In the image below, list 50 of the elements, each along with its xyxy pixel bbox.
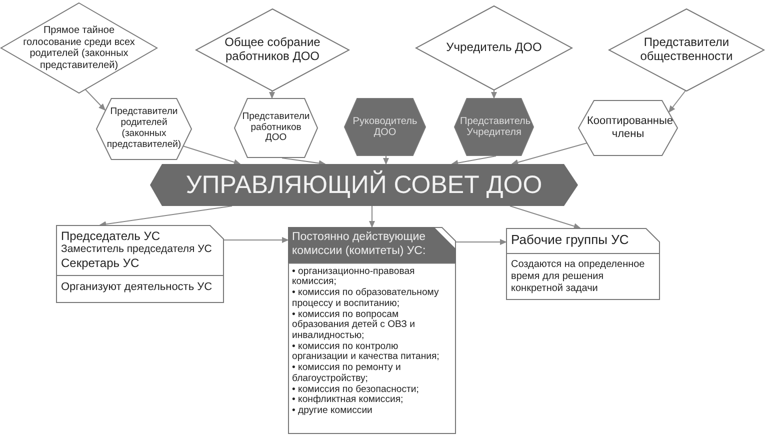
- node-label: Прямое тайное голосование среди всех родителей (законных представителей): [22, 25, 136, 71]
- decision-diamond: [195, 8, 350, 92]
- hexagon-node: [454, 98, 534, 156]
- node-label: Представители работников ДОО: [241, 112, 311, 144]
- arrow: [668, 90, 686, 113]
- node-label: Учредитель ДОО: [446, 41, 542, 55]
- arrow: [182, 146, 241, 166]
- list-item: • комиссия по вопросам образования детей с ОВЗ и инвалидностью;: [292, 310, 416, 342]
- node-label: Представители родителей (законных представителей): [106, 107, 182, 151]
- card-description: Создаются на определенное время для решения конкретной задачи: [511, 258, 646, 295]
- arrow: [456, 238, 507, 246]
- arrow: [224, 236, 289, 244]
- decision-diamond: [0, 2, 158, 94]
- arrow: [490, 90, 498, 99]
- hexagon-node: [578, 100, 678, 156]
- list-item: • комиссия по образовательному процессу и воспитанию;: [292, 288, 440, 310]
- hexagon-node: [344, 98, 426, 156]
- council-banner: [150, 164, 578, 206]
- list-item: • организационно-правовая комиссия;: [292, 266, 416, 288]
- hexagon-node: [234, 98, 318, 158]
- list-item: • другие комиссии: [292, 406, 374, 417]
- list-item: • комиссия по ремонту и благоустройству;: [292, 363, 402, 385]
- node-label: Руководитель ДОО: [352, 116, 418, 138]
- node-label: УПРАВЛЯЮЩИЙ СОВЕТ ДОО: [186, 170, 542, 200]
- decision-diamond: [608, 8, 765, 92]
- card-description: Организуют деятельность УС: [61, 281, 214, 295]
- list-item: • комиссия по контролю организации и качества питания;: [292, 342, 440, 364]
- arrow: [451, 156, 496, 166]
- arrow: [382, 156, 390, 165]
- arrow: [368, 206, 376, 228]
- list-item: • конфликтная комиссия;: [292, 395, 404, 406]
- commission-card: [288, 227, 456, 434]
- card-heading: Секретарь УС: [61, 256, 140, 270]
- hexagon-node: [96, 98, 192, 160]
- node-label: Представители общественности: [639, 36, 734, 64]
- card-heading: Постоянно действующие комиссии (комитеты) УС:: [292, 231, 427, 259]
- card-heading: Рабочие группы УС: [511, 232, 630, 248]
- arrow: [511, 142, 588, 166]
- node-label: Общее собрание работников ДОО: [224, 36, 322, 64]
- arrow: [282, 158, 326, 166]
- arrow: [510, 206, 581, 230]
- card-heading: Председатель УС: [61, 229, 162, 244]
- info-card: [56, 225, 224, 303]
- arrow: [268, 90, 276, 99]
- list-item: • комиссия по безопасности;: [292, 384, 420, 395]
- card-heading: Заместитель председателя УС: [61, 243, 213, 256]
- info-card: [506, 228, 660, 300]
- node-label: Представитель Учредителя: [460, 116, 528, 138]
- decision-diamond: [415, 5, 573, 91]
- arrow: [99, 206, 232, 228]
